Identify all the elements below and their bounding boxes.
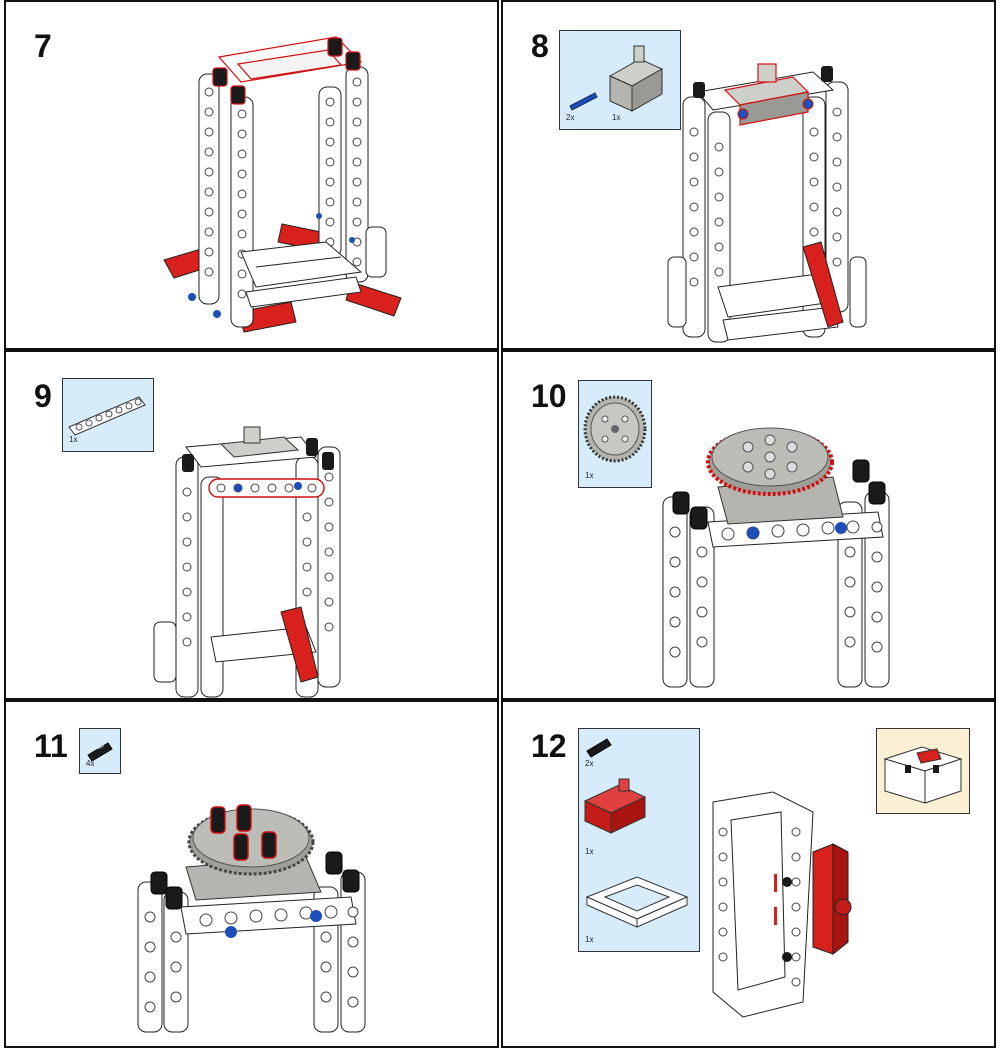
step-7-illustration [163, 36, 402, 333]
step-8-illustration [667, 63, 867, 343]
top-frame [217, 36, 363, 83]
blue-axle-pin-icon [569, 92, 598, 111]
step-number: 9 [34, 378, 52, 414]
qty-label: 2x [585, 759, 594, 768]
step-number: 8 [531, 28, 549, 64]
qty-label: 1x [612, 113, 621, 122]
step-number: 11 [34, 728, 68, 764]
qty-label: 1x [69, 435, 78, 444]
step-11-panel: 11 4x [4, 700, 499, 1048]
step-number: 7 [34, 28, 52, 64]
grey-servo-motor [723, 63, 810, 126]
step-number: 10 [531, 378, 567, 414]
qty-label: 4x [86, 759, 95, 768]
qty-label: 2x [566, 113, 575, 122]
black-friction-pins [210, 804, 277, 861]
black-pins [212, 37, 361, 105]
step-10-illustration [662, 427, 890, 688]
step-7-panel: 7 [4, 0, 499, 350]
qty-label: 1x [585, 471, 594, 480]
step-number: 12 [531, 728, 567, 764]
step-12-panel: 12 2x 1x 1x [501, 700, 996, 1048]
step-9-panel: 9 1x [4, 350, 499, 700]
step-8-panel: 8 2x 1x [501, 0, 996, 350]
parts-callout: 1x [578, 380, 652, 488]
qty-label: 1x [585, 847, 594, 856]
parts-callout: 2x 1x [559, 30, 681, 130]
white-beam-7 [208, 478, 325, 498]
step-9-illustration [153, 426, 341, 698]
red-servo-motor [812, 843, 852, 956]
qty-label: 1x [585, 935, 594, 944]
grey-servo-motor-icon [608, 45, 664, 112]
white-beam-7-icon [68, 396, 146, 436]
subassembly-thumbnail [876, 728, 970, 814]
grey-gear-40-tooth-icon [583, 395, 647, 463]
red-servo-motor-icon [583, 778, 647, 834]
white-frame-5x7-icon [585, 876, 689, 928]
step-12-illustration [712, 791, 852, 1018]
step-10-panel: 10 1x [501, 350, 996, 700]
parts-callout: 4x [79, 728, 121, 774]
parts-callout: 2x 1x 1x [578, 728, 700, 952]
grey-gear-40-tooth [706, 427, 834, 496]
black-friction-pin-icon [586, 738, 612, 758]
black-friction-pin-icon [87, 742, 113, 762]
step-11-illustration [137, 804, 366, 1033]
parts-callout: 1x [62, 378, 154, 452]
